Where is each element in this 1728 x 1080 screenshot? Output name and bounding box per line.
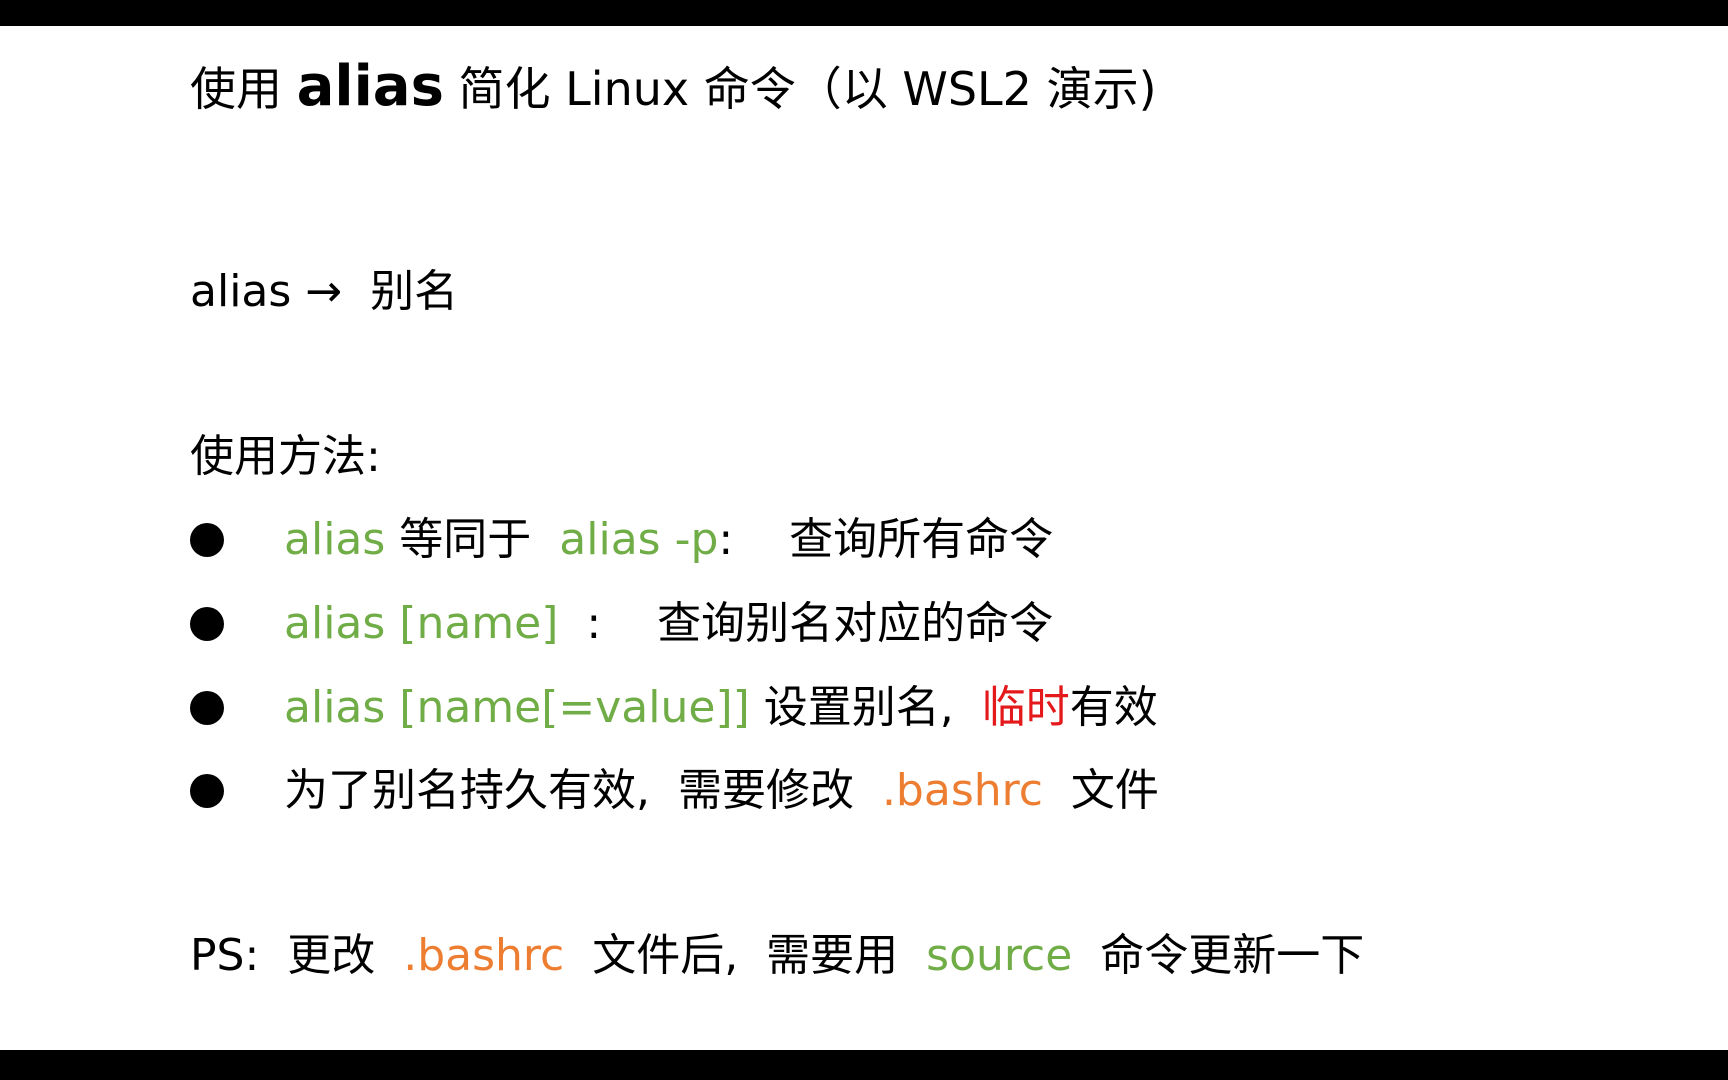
arrow-icon: → <box>291 266 357 317</box>
bullet-highlight: alias [name[=value]] <box>284 682 750 733</box>
ps-command: source <box>926 930 1073 981</box>
definition-line: alias → 别名 <box>190 264 458 320</box>
usage-heading: 使用方法: <box>190 431 381 482</box>
ps-note: PS: 更改 .bashrc 文件后, 需要用 source 命令更新一下 <box>190 928 1364 984</box>
bullet-text: 文件 <box>1042 765 1159 816</box>
bullet-icon <box>190 691 224 725</box>
bullet-highlight: alias [name] <box>284 598 559 649</box>
bullet-highlight: alias -p <box>559 514 719 565</box>
slide-title: 使用 alias 简化 Linux 命令（以 WSL2 演示) <box>190 59 1157 117</box>
bullet-highlight: .bashrc <box>881 765 1043 816</box>
bullet-highlight: alias <box>284 514 386 565</box>
bullet-text: : 查询所有命令 <box>718 514 1054 565</box>
bullet-item: alias [name] : 查询别名对应的命令 <box>284 596 1053 652</box>
slide: 使用 alias 简化 Linux 命令（以 WSL2 演示) alias → … <box>0 26 1728 1050</box>
ps-text: 命令更新一下 <box>1072 930 1365 981</box>
bullet-item: alias [name[=value]] 设置别名, 临时有效 <box>284 680 1158 736</box>
title-prefix: 使用 <box>190 62 297 116</box>
bullet-text: 等同于 <box>385 514 560 565</box>
bullet-text: 设置别名, <box>749 682 982 733</box>
ps-text: PS: 更改 <box>190 930 404 981</box>
title-keyword: alias <box>296 54 444 119</box>
definition-term: alias <box>190 266 292 317</box>
bullet-text: 有效 <box>1069 682 1158 733</box>
bullet-icon <box>190 774 224 808</box>
ps-text: 文件后, 需要用 <box>564 930 927 981</box>
bullet-item: 为了别名持久有效, 需要修改 .bashrc 文件 <box>284 763 1159 819</box>
bullet-item: alias 等同于 alias -p: 查询所有命令 <box>284 512 1053 568</box>
bullet-text: : 查询别名对应的命令 <box>558 598 1054 649</box>
bullet-icon <box>190 523 224 557</box>
definition-meaning: 别名 <box>356 266 459 317</box>
title-suffix: 简化 Linux 命令（以 WSL2 演示) <box>443 62 1157 116</box>
bullet-highlight: 临时 <box>981 682 1070 733</box>
ps-filename: .bashrc <box>403 930 565 981</box>
bullet-icon <box>190 607 224 641</box>
bullet-text: 为了别名持久有效, 需要修改 <box>284 765 882 816</box>
